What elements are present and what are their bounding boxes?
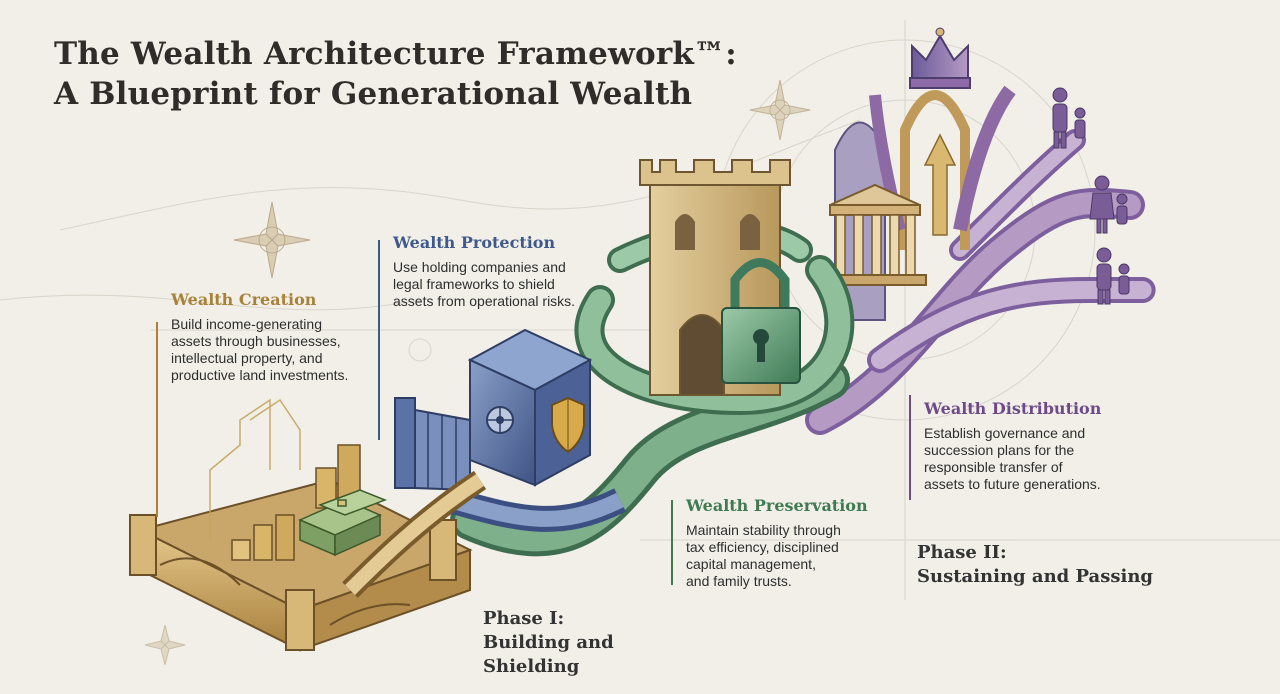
- phase-line: Sustaining and Passing: [917, 566, 1153, 587]
- description-line: Use holding companies and: [393, 259, 566, 275]
- money-stack-icon: [298, 489, 388, 557]
- stage-wealth-preservation: Wealth Preservation Maintain stability t…: [686, 496, 868, 590]
- creation-divider: [156, 322, 158, 517]
- protection-fence: [394, 397, 471, 492]
- stage-description: Build income-generating assets through b…: [171, 316, 348, 384]
- stage-heading: Wealth Distribution: [924, 399, 1102, 418]
- phase-line: Building and: [483, 632, 614, 653]
- description-line: legal frameworks to shield: [393, 276, 555, 292]
- stage-heading: Wealth Creation: [171, 290, 317, 309]
- phase-line: Shielding: [483, 656, 580, 677]
- compass-rose-icon: [144, 624, 186, 666]
- stage-description: Establish governance and succession plan…: [924, 425, 1101, 493]
- stage-description: Maintain stability through tax efficienc…: [686, 522, 868, 590]
- description-line: assets from operational risks.: [393, 293, 576, 309]
- description-line: tax efficiency, disciplined: [686, 539, 839, 555]
- family-icon: [1052, 87, 1130, 305]
- title-line-2: A Blueprint for Generational Wealth: [54, 76, 693, 112]
- description-line: succession plans for the: [924, 442, 1075, 458]
- phase-two-label: Phase II: Sustaining and Passing: [917, 541, 1153, 589]
- description-line: and family trusts.: [686, 573, 792, 589]
- protection-divider: [378, 240, 380, 440]
- description-line: Maintain stability through: [686, 522, 841, 538]
- growth-outline: [209, 398, 301, 540]
- page-title: The Wealth Architecture Framework™: A Bl…: [54, 34, 737, 114]
- description-line: Establish governance and: [924, 425, 1086, 441]
- stage-wealth-creation: Wealth Creation Build income-generating …: [171, 290, 348, 384]
- stage-heading: Wealth Preservation: [686, 496, 868, 515]
- distribution-paths: [805, 129, 1156, 435]
- description-line: intellectual property, and: [171, 350, 323, 366]
- protection-path: [446, 487, 626, 532]
- stage-wealth-protection: Wealth Protection Use holding companies …: [393, 233, 575, 310]
- description-line: assets to future generations.: [924, 476, 1101, 492]
- padlock-icon: [721, 258, 801, 384]
- stage-description: Use holding companies and legal framewor…: [393, 259, 575, 310]
- distribution-divider: [909, 395, 911, 500]
- description-line: capital management,: [686, 556, 816, 572]
- shield-icon: [551, 396, 585, 454]
- preservation-divider: [671, 500, 673, 585]
- compass-rose-icon: [233, 201, 311, 279]
- crown-icon: [909, 27, 971, 89]
- description-line: responsible transfer of: [924, 459, 1063, 475]
- compass-rose-icon: [749, 79, 811, 141]
- wall-enclosure: [129, 478, 473, 652]
- stage-heading: Wealth Protection: [393, 233, 556, 252]
- description-line: productive land investments.: [171, 367, 349, 383]
- description-line: assets through businesses,: [171, 333, 341, 349]
- phase-line: Phase II:: [917, 542, 1007, 563]
- classical-building-icon: [823, 183, 927, 286]
- creation-path: [342, 470, 487, 598]
- stage-wealth-distribution: Wealth Distribution Establish governance…: [924, 399, 1101, 493]
- phase-line: Phase I:: [483, 608, 565, 629]
- phase-one-label: Phase I: Building and Shielding: [483, 607, 614, 679]
- title-line-1: The Wealth Architecture Framework™:: [54, 36, 737, 72]
- description-line: Build income-generating: [171, 316, 322, 332]
- growth-arrow-icon: [923, 133, 957, 236]
